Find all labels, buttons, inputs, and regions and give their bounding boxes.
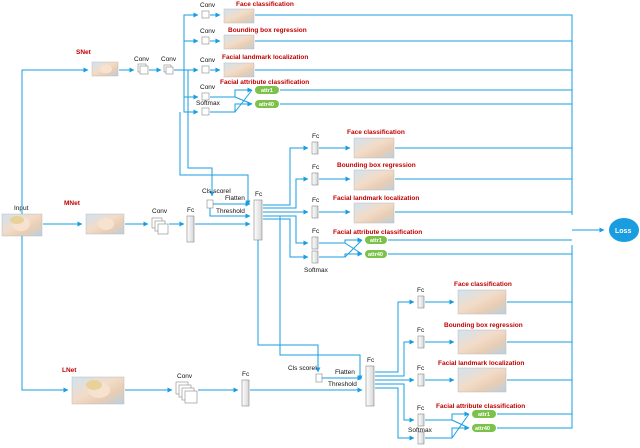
lnet-fc1-block (241, 379, 250, 407)
mnet-head2-fc-label: Fc (312, 164, 320, 171)
mnet-face-image (85, 213, 125, 235)
lnet-conv-label: Conv (177, 373, 193, 380)
snet-bbox-regression: Bounding box regression (228, 27, 307, 34)
input-to-snet-arrow (21, 67, 89, 214)
input-face-image (1, 213, 43, 237)
mnet-threshold-label: Threshold (216, 208, 245, 215)
lnet-threshold-label: Threshold (328, 381, 357, 388)
lnet-fc2-block (365, 365, 375, 407)
snet-landmark-localization: Facial landmark localization (222, 54, 308, 61)
mnet-conv-block (151, 217, 169, 235)
lnet-head3-fc-label: Fc (417, 365, 425, 372)
snet-attr1-pill: attr1 (255, 86, 279, 94)
loss-node: Loss (609, 218, 639, 242)
mnet-head4-fc-label: Fc (312, 228, 320, 235)
mnet-output-faces (353, 137, 395, 224)
lnet-head2-fc-label: Fc (417, 327, 425, 334)
mnet-fc1-block (186, 215, 195, 243)
snet-conv1-label: Conv (134, 56, 150, 63)
lnet-cls-score-label: Cls scoreI (288, 365, 317, 372)
snet-head1-conv-label: Conv (200, 2, 216, 9)
svg-text:attr40: attr40 (475, 426, 490, 432)
lnet-bbox-regression: Bounding box regression (444, 322, 523, 329)
lnet-fc1-label: Fc (242, 371, 250, 378)
snet-conv2-block (163, 64, 174, 75)
svg-text:attr1: attr1 (261, 88, 273, 94)
input-to-lnet-arrow (21, 236, 69, 393)
lnet-label: LNet (62, 367, 77, 374)
input-label: Input (14, 205, 29, 212)
loss-label: Loss (615, 228, 631, 235)
lnet-head1-fc-label: Fc (417, 287, 425, 294)
lnet-attr1-pill: attr1 (472, 410, 496, 418)
mnet-flatten-label: Flatten (225, 195, 245, 202)
snet-softmax-label: Softmax (196, 100, 221, 107)
snet-conv1-block (137, 63, 149, 75)
lnet-conv-block (175, 381, 198, 404)
lnet-head4-fc-label: Fc (417, 405, 425, 412)
snet-conv2-label: Conv (161, 56, 177, 63)
snet-output-faces (223, 8, 255, 78)
mnet-label: MNet (64, 200, 81, 207)
svg-text:attr1: attr1 (370, 238, 382, 244)
mnet-attribute-classification: Facial attribute classification (333, 229, 422, 236)
mnet-conv-label: Conv (152, 208, 168, 215)
mnet-softmax-label: Softmax (304, 267, 329, 274)
lnet-face-classification: Face classification (454, 281, 512, 288)
mnet-fc1-label: Fc (187, 207, 195, 214)
mnet-landmark-localization: Facial landmark localization (333, 195, 419, 202)
lnet-landmark-localization: Facial landmark localization (438, 360, 524, 367)
lnet-softmax-label: Softmax (408, 427, 433, 434)
mnet-head1-fc-label: Fc (312, 133, 320, 140)
mnet-cls-block (206, 199, 214, 209)
mnet-face-classification: Face classification (347, 129, 405, 136)
mnet-fc2-label: Fc (255, 191, 263, 198)
lnet-attribute-classification: Facial attribute classification (436, 403, 525, 410)
snet-attribute-classification: Facial attribute classification (220, 79, 309, 86)
mnet-attr40-pill: attr40 (365, 250, 387, 258)
mnet-fc2-block (253, 199, 263, 241)
lnet-fc2-label: Fc (367, 357, 375, 364)
mnet-attr1-pill: attr1 (365, 236, 387, 244)
mnet-bbox-regression: Bounding box regression (337, 162, 416, 169)
snet-face-image (91, 61, 119, 77)
lnet-output-faces (457, 289, 507, 393)
lnet-face-image (71, 376, 125, 405)
lnet-head-blocks (417, 295, 425, 445)
snet-head4-conv-label: Conv (200, 84, 216, 91)
lnet-flatten-label: Flatten (335, 369, 355, 376)
snet-face-classification: Face classification (236, 1, 294, 8)
snet-head3-conv-label: Conv (200, 57, 216, 64)
snet-head2-conv-label: Conv (200, 28, 216, 35)
snet-label: SNet (76, 49, 92, 56)
snet-attr40-pill: attr40 (255, 100, 279, 108)
mnet-head3-fc-label: Fc (312, 197, 320, 204)
lnet-attr40-pill: attr40 (472, 424, 496, 432)
svg-text:attr40: attr40 (368, 252, 383, 258)
svg-text:attr1: attr1 (478, 412, 490, 418)
snet-head-blocks (201, 10, 210, 116)
svg-text:attr40: attr40 (259, 102, 274, 108)
lnet-cls-block (315, 373, 323, 383)
mnet-head-blocks (311, 141, 319, 264)
mnet-cls-score-label: Cls scoreI (202, 188, 231, 195)
